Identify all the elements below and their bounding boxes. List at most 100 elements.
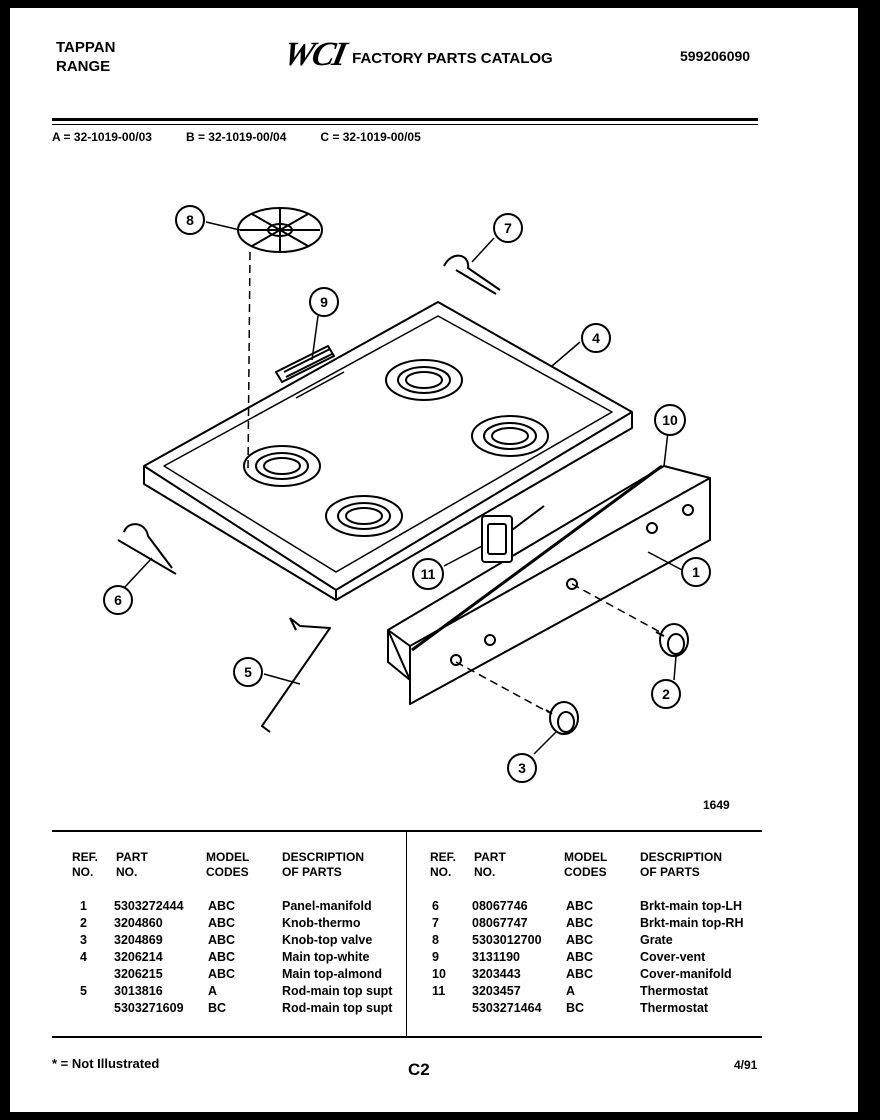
table-cell-part: 3204860 [114,916,163,930]
table-cell-desc: Main top-white [282,950,370,964]
callout-label: 4 [592,330,600,346]
table-cell-codes: ABC [566,950,594,964]
callout-label: 7 [504,220,512,236]
exploded-parts-diagram: 1 2 3 4 5 6 7 8 9 10 11 [103,205,711,783]
catalog-title: FACTORY PARTS CATALOG [352,49,553,67]
callout-4: 4 [581,323,611,353]
table-cell-codes: BC [566,1001,585,1015]
callout-1: 1 [681,557,711,587]
table-cell-ref: 5 [80,984,87,998]
table-cell-desc: Grate [640,933,673,947]
figure-number: 1649 [703,798,730,812]
table-cell-desc: Knob-top valve [282,933,373,947]
knob-thermo-drawing [655,623,689,657]
burner-front-right [325,495,403,537]
brand-block: TAPPAN RANGE [56,38,115,76]
table-cell-ref: 7 [432,916,439,930]
bracket-lh-drawing [117,523,177,575]
model-code-a: A = 32-1019-00/03 [52,130,152,144]
table-cell-part: 3206215 [114,967,163,981]
col-header-part: PART NO. [474,850,506,879]
model-code-b: B = 32-1019-00/04 [185,130,287,144]
table-cell-ref: 3 [80,933,87,947]
callout-label: 10 [662,412,678,428]
rod-drawing [261,617,331,733]
table-cell-part: 08067746 [472,899,528,913]
table-cell-codes: ABC [566,899,594,913]
table-cell-part: 08067747 [472,916,528,930]
table-cell-codes: ABC [566,916,594,930]
table-cell-part: 5303271464 [472,1001,542,1015]
table-cell-ref: 2 [80,916,87,930]
brand-name: TAPPAN [56,39,116,56]
table-cell-desc: Brkt-main top-LH [640,899,743,913]
header-rule [52,118,758,121]
footnote: * = Not Illustrated [52,1056,160,1071]
table-cell-desc: Main top-almond [282,967,382,981]
col-header-codes: MODEL CODES [564,850,608,879]
callout-label: 6 [114,592,122,608]
table-cell-part: 5303272444 [114,899,184,913]
col-header-part: PART NO. [116,850,148,879]
table-cell-codes: A [208,984,218,998]
table-cell-part: 3131190 [472,950,520,964]
main-top-drawing [143,301,633,601]
callout-5: 5 [233,657,263,687]
callout-2: 2 [651,679,681,709]
table-cell-codes: ABC [208,950,236,964]
table-cell-ref: 11 [432,984,446,998]
bracket-rh-drawing [443,254,501,295]
table-cell-codes: ABC [208,916,236,930]
vent-cover-drawing [275,345,335,383]
table-cell-codes: ABC [208,967,236,981]
burner-rear-right [471,415,549,457]
table-cell-codes: ABC [566,967,594,981]
col-header-desc: DESCRIPTION OF PARTS [640,850,723,879]
knob-top-valve-drawing [545,701,579,735]
col-header-desc: DESCRIPTION OF PARTS [282,850,365,879]
table-cell-codes: BC [208,1001,227,1015]
catalog-header: WCI FACTORY PARTS CATALOG [280,36,553,73]
burner-rear-left [385,359,463,401]
table-cell-desc: Knob-thermo [282,916,361,930]
model-codes: A = 32-1019-00/03 B = 32-1019-00/04 C = … [52,130,421,144]
callout-7: 7 [493,213,523,243]
table-cell-part: 5303012700 [472,933,542,947]
table-divider [406,832,407,1036]
table-cell-desc: Panel-manifold [282,899,372,913]
table-cell-codes: ABC [208,899,236,913]
thermostat-drawing [481,505,545,563]
callout-6: 6 [103,585,133,615]
callout-label: 2 [662,686,670,702]
col-header-codes: MODEL CODES [206,850,250,879]
callout-8: 8 [175,205,205,235]
callout-label: 3 [518,760,526,776]
callout-label: 11 [421,566,436,582]
table-top-rule [52,830,762,832]
callout-label: 1 [692,564,700,580]
callout-label: 9 [320,294,328,310]
table-cell-ref: 6 [432,899,439,913]
revision-date: 4/91 [734,1058,758,1072]
table-cell-desc: Cover-vent [640,950,706,964]
table-cell-desc: Thermostat [640,984,709,998]
model-code-c: C = 32-1019-00/05 [320,130,421,144]
table-cell-part: 3203457 [472,984,521,998]
table-bottom-rule [52,1036,762,1038]
callout-label: 5 [244,664,252,680]
table-cell-desc: Brkt-main top-RH [640,916,744,930]
table-cell-desc: Rod-main top supt [282,984,393,998]
callout-9: 9 [309,287,339,317]
table-cell-part: 3206214 [114,950,163,964]
callout-10: 10 [654,404,686,436]
product-name: RANGE [56,58,111,75]
col-header-ref: REF. NO. [430,850,457,879]
table-cell-part: 3203443 [472,967,521,981]
table-cell-codes: ABC [566,933,594,947]
table-cell-ref: 9 [432,950,439,964]
table-cell-codes: ABC [208,933,236,947]
page-code: C2 [408,1060,430,1079]
table-cell-desc: Cover-manifold [640,967,732,981]
table-cell-ref: 8 [432,933,439,947]
table-cell-part: 5303271609 [114,1001,184,1015]
